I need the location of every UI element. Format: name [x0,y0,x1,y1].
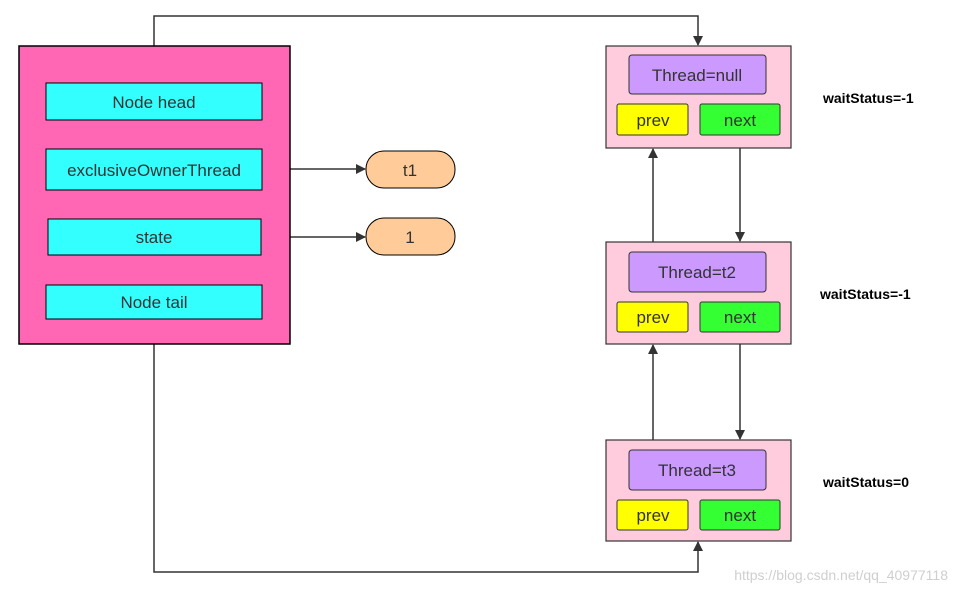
node1-prev-label: prev [636,111,670,130]
queue-node-2: Thread=t2 prev next [605,241,792,345]
field-node-head: Node head [45,82,263,121]
field-exclusive-owner-thread: exclusiveOwnerThread [45,148,263,191]
node1-wait-status: waitStatus=-1 [822,90,914,106]
node1-next-label: next [724,111,756,130]
state-value: 1 [365,217,456,256]
node3-thread-label: Thread=t3 [658,461,736,480]
owner-thread-value-label: t1 [403,161,417,180]
field-node-tail: Node tail [45,284,263,320]
node3-wait-status: waitStatus=0 [822,474,909,490]
node2-wait-status: waitStatus=-1 [819,286,911,302]
node3-prev-label: prev [636,506,670,525]
field-state: state [47,218,262,256]
node2-thread-label: Thread=t2 [658,263,736,282]
field-state-label: state [136,228,173,247]
queue-node-1: Thread=null prev next [605,45,792,149]
owner-thread-value: t1 [365,150,456,189]
state-value-label: 1 [405,228,414,247]
watermark: https://blog.csdn.net/qq_40977118 [734,567,948,583]
node1-thread-label: Thread=null [652,66,742,85]
field-node-tail-label: Node tail [120,293,187,312]
field-node-head-label: Node head [112,93,195,112]
queue-node-3: Thread=t3 prev next [605,439,792,542]
node2-prev-label: prev [636,308,670,327]
node2-next-label: next [724,308,756,327]
node3-next-label: next [724,506,756,525]
tail-pointer-line [153,319,703,573]
lock-container: Node head exclusiveOwnerThread state Nod… [18,45,291,345]
field-exclusive-owner-thread-label: exclusiveOwnerThread [67,161,241,180]
